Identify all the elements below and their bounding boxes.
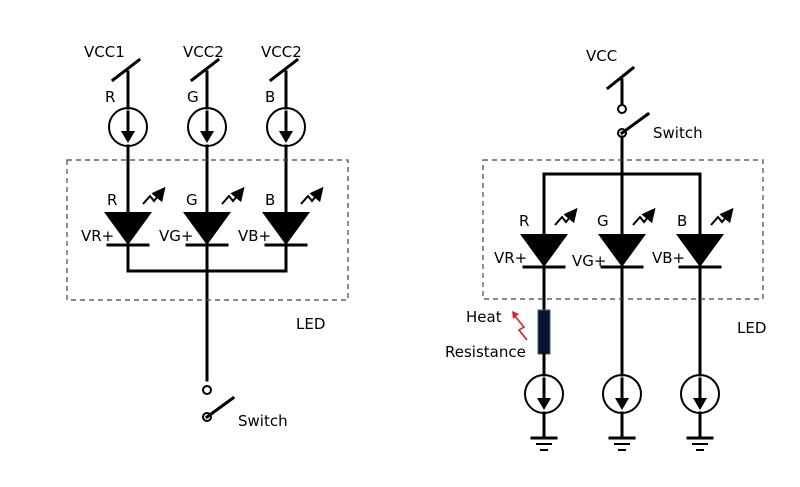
diode-label-r: R	[107, 191, 117, 209]
diode-b-right	[676, 234, 724, 267]
source-label-b: B	[265, 88, 275, 106]
diode-b	[262, 212, 310, 245]
diode-voltage-vb: VB+	[238, 227, 271, 245]
source-label-r: R	[105, 88, 115, 106]
diode-voltage-vr: VR+	[81, 227, 114, 245]
channel-r-right	[520, 172, 568, 451]
diode-voltage-vr-right: VR+	[494, 249, 527, 267]
diode-r-right	[520, 234, 568, 267]
heat-resistor	[537, 309, 551, 355]
supply-stroke-g	[189, 57, 221, 83]
diode-g	[183, 212, 231, 245]
channel-b	[262, 70, 310, 273]
diode-r	[104, 212, 152, 245]
supply-label-vcc: VCC	[586, 47, 617, 65]
switch-right	[617, 104, 651, 138]
channel-b-right	[676, 172, 724, 451]
left-circuit: VCC1 VCC2 VCC2	[66, 43, 349, 430]
right-circuit: VCC Switch	[445, 47, 766, 451]
switch-left	[202, 385, 236, 422]
diode-label-b: B	[265, 191, 275, 209]
diode-voltage-vg: VG+	[159, 227, 193, 245]
supply-stroke	[605, 65, 636, 91]
source-label-g: G	[187, 88, 199, 106]
channel-r	[104, 70, 152, 273]
heat-label: Heat	[466, 308, 502, 326]
supply-label-vcc1: VCC1	[84, 43, 125, 61]
led-boundary-right	[482, 159, 764, 300]
switch-label-left: Switch	[238, 412, 288, 430]
diode-label-g: G	[186, 191, 198, 209]
switch-label-right: Switch	[653, 124, 703, 142]
heat-arrow	[512, 311, 528, 341]
diode-voltage-vb-right: VB+	[652, 249, 685, 267]
led-boundary-left	[66, 159, 349, 301]
channel-g	[183, 70, 231, 382]
supply-stroke-b	[268, 57, 300, 83]
current-arrow-b	[279, 131, 293, 143]
diode-label-b-right: B	[677, 212, 687, 230]
diode-label-g-right: G	[597, 212, 609, 230]
led-label-right: LED	[737, 319, 766, 337]
diode-label-r-right: R	[519, 212, 529, 230]
emission-arrows-left	[142, 186, 324, 205]
channel-g-right	[598, 172, 646, 451]
diode-g-right	[598, 234, 646, 267]
supply-stroke-r	[110, 57, 142, 83]
led-label-left: LED	[296, 315, 325, 333]
supply-label-vcc2-b: VCC2	[261, 43, 302, 61]
diode-voltage-vg-right: VG+	[572, 252, 606, 270]
resistance-label: Resistance	[445, 343, 526, 361]
emission-arrows-right	[554, 207, 734, 226]
supply-label-vcc2-g: VCC2	[183, 43, 224, 61]
current-arrow-r	[121, 131, 135, 143]
current-arrow-g	[200, 131, 214, 143]
